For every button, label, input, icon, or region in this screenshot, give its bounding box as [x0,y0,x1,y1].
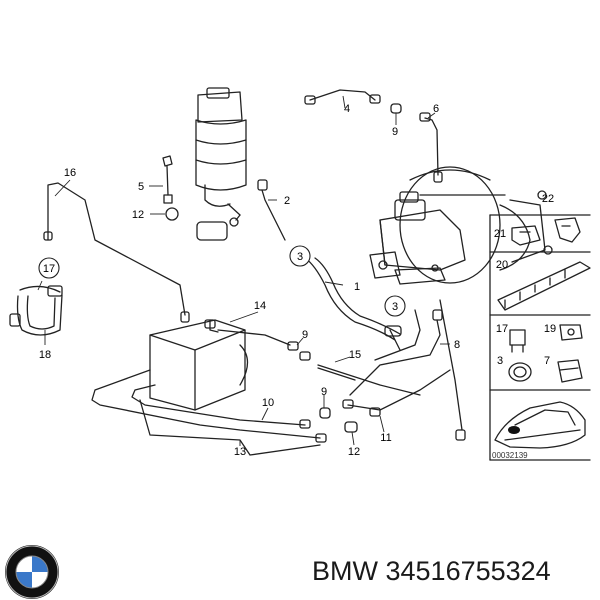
callout-circle-3b [384,295,406,317]
callout-17b: 17 [496,323,508,335]
callout-9c: 9 [321,386,327,398]
callout-3b: 3 [392,301,398,313]
callout-3c: 3 [497,355,503,367]
callout-18: 18 [39,349,51,361]
brake-booster [399,166,553,284]
callout-5: 5 [138,181,144,193]
callout-20: 20 [496,259,508,271]
location-marker [508,426,520,434]
callout-15: 15 [349,349,361,361]
callout-circle-17 [38,257,60,279]
car-location-sketch [494,401,586,449]
diagram-reference-number: 00032139 [492,451,528,460]
abs-unit [149,319,249,411]
part-number: 34516755324 [385,556,551,586]
callout-9b: 9 [302,329,308,341]
callout-21: 21 [494,228,506,240]
callout-16: 16 [64,167,76,179]
master-cylinder [369,191,466,285]
callout-22: 22 [542,193,554,205]
callout-6: 6 [433,103,439,115]
pressure-accumulator [195,87,247,241]
callout-circle-3 [289,245,311,267]
part-title: BMW 34516755324 [312,556,551,587]
callout-11: 11 [380,432,391,444]
callout-3a: 3 [297,251,303,263]
callout-12a: 12 [132,209,144,221]
callout-13: 13 [234,446,246,458]
callout-4: 4 [344,103,350,115]
brand-name: BMW [312,556,378,586]
bmw-roundel-icon [5,545,59,599]
callout-1: 1 [354,281,360,293]
callout-8: 8 [454,339,460,351]
callout-10: 10 [262,397,274,409]
callout-17a: 17 [43,263,55,275]
callout-12b: 12 [348,446,360,458]
callout-2: 2 [284,195,290,207]
callout-9a: 9 [392,126,398,138]
callout-7: 7 [544,355,550,367]
callout-14: 14 [254,300,266,312]
callout-19: 19 [544,323,556,335]
